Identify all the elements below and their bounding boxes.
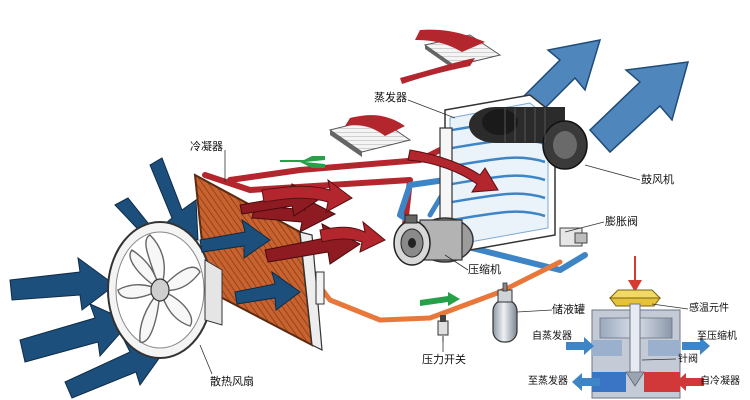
pressure-switch xyxy=(437,315,449,342)
label-sensing-element: 感温元件 xyxy=(689,303,729,314)
expansion-valve-detail xyxy=(566,256,710,399)
label-receiver-drier: 储液罐 xyxy=(552,303,585,316)
label-to-compressor: 至压缩机 xyxy=(697,331,737,342)
label-cooling-fan: 散热风扇 xyxy=(210,375,254,388)
label-from-condenser: 自冷凝器 xyxy=(700,376,740,387)
label-to-evaporator: 至蒸发器 xyxy=(528,376,568,387)
label-pressure-switch: 压力开关 xyxy=(422,353,466,366)
leader-lines xyxy=(199,99,689,375)
mid-air-filter xyxy=(328,115,412,157)
label-expansion-valve: 膨胀阀 xyxy=(605,215,638,228)
flow-arrow-icon xyxy=(280,156,460,306)
warm-air-arrows-evaporator xyxy=(407,149,499,193)
label-condenser: 冷凝器 xyxy=(190,140,223,153)
label-evaporator: 蒸发器 xyxy=(374,91,407,104)
cold-air-arrows xyxy=(518,39,690,154)
receiver-drier xyxy=(492,282,518,343)
label-needle-valve: 针阀 xyxy=(678,354,698,365)
label-blower: 鼓风机 xyxy=(641,173,674,186)
red-arrows-between xyxy=(261,178,386,253)
compressor-icon xyxy=(393,214,474,266)
navy-arrows-through-condenser xyxy=(199,218,301,311)
label-from-evaporator: 自蒸发器 xyxy=(532,331,572,342)
top-air-filter xyxy=(400,29,502,84)
fan-icon xyxy=(107,221,223,359)
expansion-valve xyxy=(559,227,588,247)
blower xyxy=(469,107,588,170)
label-compressor: 压缩机 xyxy=(468,263,501,276)
